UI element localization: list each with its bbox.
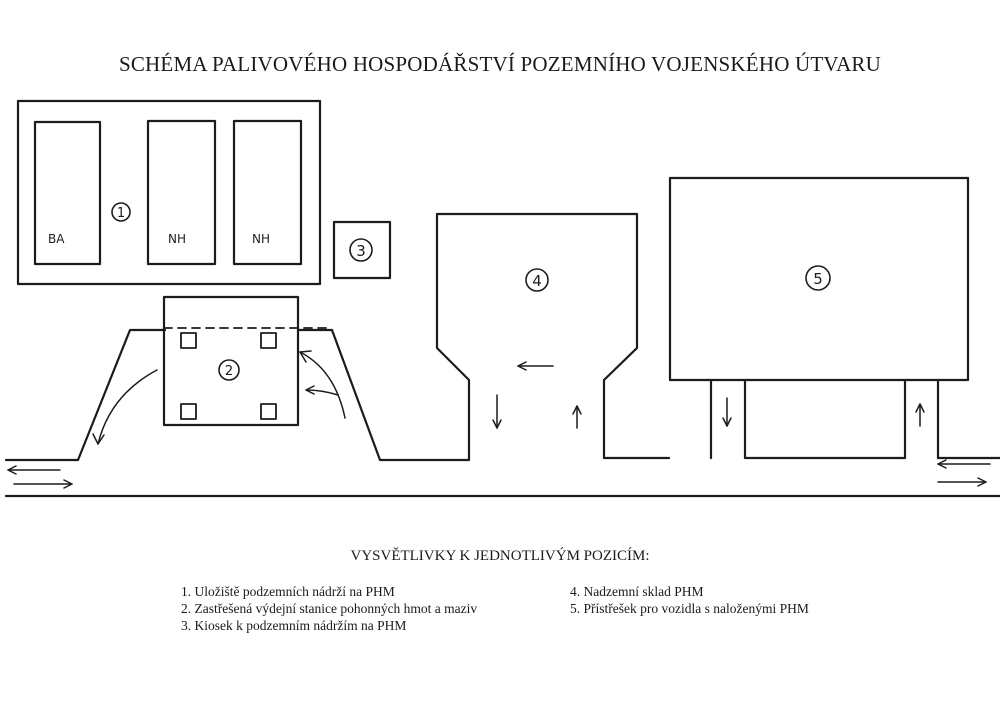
legend-item-2: 2. Zastřešená výdejní stanice pohonných …: [181, 601, 478, 616]
tank-nh-2: [232, 119, 303, 266]
position-2-number: 2: [225, 364, 233, 379]
road-arrow-right-head: [63, 479, 73, 489]
tank-ba: [33, 120, 102, 266]
position-5-number: 5: [813, 270, 823, 288]
entry-flow-arrow-upper: [299, 351, 346, 419]
covered-fuel-station: 2: [92, 295, 346, 445]
entry-flow-arrow-lower: [305, 389, 339, 396]
legend-column-left: 1. Uložiště podzemních nádrží na PHM 2. …: [181, 583, 477, 634]
storage-flow-arrow-left-head: [517, 361, 527, 371]
position-1-number: 1: [117, 206, 125, 221]
underground-tank-storage: BA NH NH 1: [16, 99, 322, 286]
position-4-number: 4: [532, 272, 542, 290]
road-arrow-right-east-head: [977, 477, 987, 487]
position-5-marker: [805, 265, 831, 291]
exit-flow-arrow-head: [92, 433, 105, 445]
position-4-marker: [525, 268, 549, 292]
pump-island-2: [260, 332, 277, 349]
entry-flow-arrow-upper-head: [299, 350, 312, 363]
tank-nh-2-label: NH: [252, 232, 270, 246]
tank-nh-1-label: NH: [168, 232, 186, 246]
legend-item-3: 3. Kiosek k podzemním nádržím na PHM: [181, 618, 407, 633]
tank-storage-enclosure: [16, 99, 322, 286]
tank-nh-1: [146, 119, 217, 266]
diagram-title: SCHÉMA PALIVOVÉHO HOSPODÁŘSTVÍ POZEMNÍHO…: [118, 52, 882, 76]
pump-island-1: [180, 332, 197, 349]
above-ground-storage: 4: [492, 268, 582, 429]
road-arrow-left-head: [7, 465, 17, 475]
position-2-marker: [218, 359, 240, 381]
kiosk-outline: [332, 220, 392, 280]
storage-flow-arrow-up-head: [572, 405, 582, 415]
shelter-roof: [668, 176, 970, 382]
fuel-station-canopy: [162, 295, 300, 427]
legend-item-5: 5. Přístřešek pro vozidla s naloženými P…: [570, 601, 809, 616]
vehicle-shelter: 5: [668, 176, 970, 460]
legend-heading: VYSVĚTLIVKY K JEDNOTLIVÝM POZICÍM:: [350, 548, 650, 564]
main-road: [4, 212, 1000, 498]
road-edge-top-mid: [296, 212, 671, 462]
road-edge-top: [4, 328, 167, 462]
position-1-marker: [111, 202, 131, 222]
pump-island-3: [180, 403, 197, 420]
shelter-flow-arrow-up-head: [915, 403, 925, 413]
legend-column-right: 4. Nadzemní sklad PHM 5. Přístřešek pro …: [570, 583, 809, 617]
road-arrow-left-east-head: [937, 459, 947, 469]
position-3-marker: [349, 238, 373, 262]
entry-flow-arrow-lower-head: [305, 385, 315, 395]
storage-flow-arrow-down-head: [492, 419, 502, 429]
exit-flow-arrow: [97, 369, 158, 445]
position-3-number: 3: [356, 242, 366, 260]
shelter-bay-inner: [743, 378, 907, 460]
tank-kiosk: 3: [332, 220, 392, 280]
legend-item-4: 4. Nadzemní sklad PHM: [570, 584, 704, 599]
pump-island-4: [260, 403, 277, 420]
tank-ba-label: BA: [48, 232, 65, 246]
shelter-flow-arrow-down-head: [722, 417, 732, 427]
legend-item-1: 1. Uložiště podzemních nádrží na PHM: [181, 584, 395, 599]
